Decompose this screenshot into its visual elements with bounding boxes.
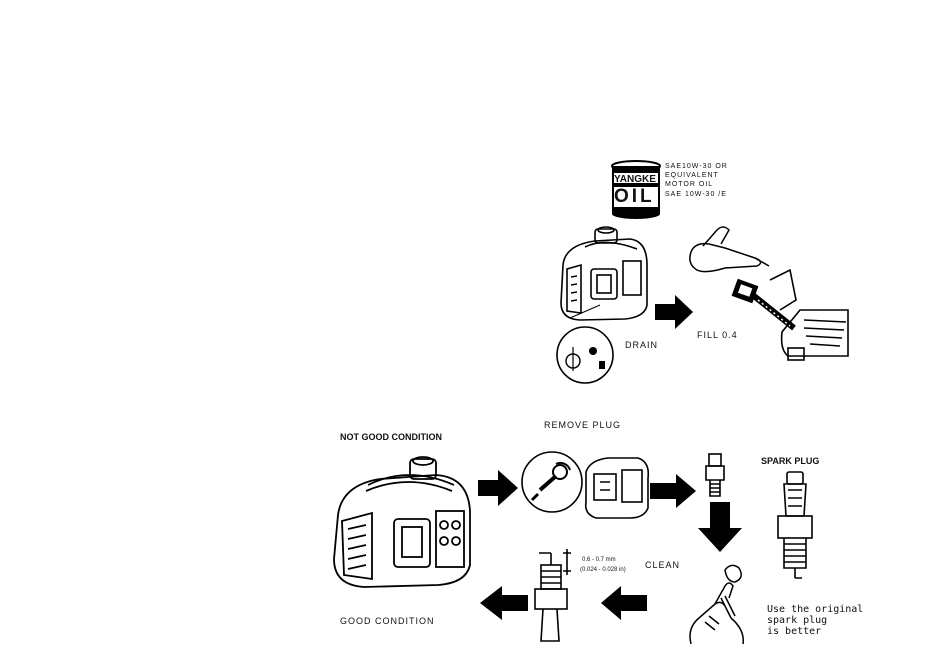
arrow-left-icon: [480, 586, 528, 620]
clean-label: CLEAN: [645, 560, 680, 570]
spark-plug-large-illustration: [770, 470, 820, 582]
spark-plug-gap-illustration: [525, 545, 577, 645]
generator-side-illustration: [582, 452, 652, 522]
arrow-right-icon: [478, 470, 518, 506]
arrow-right-icon: [655, 295, 693, 329]
not-good-condition-label: NOT GOOD CONDITION: [340, 432, 442, 442]
note-line2: spark plug: [767, 615, 827, 626]
arrow-down-icon: [698, 502, 742, 552]
spark-plug-label: SPARK PLUG: [761, 456, 819, 466]
drain-detail-circle: [555, 325, 615, 385]
spark-plug-small-illustration: [700, 452, 730, 500]
generator-lower-illustration: [328, 455, 478, 595]
cleaning-hands-illustration: [685, 558, 763, 648]
gap-in-label: (0.024 - 0.028 in): [580, 567, 626, 573]
arrow-left-icon: [601, 586, 647, 620]
oil-fill-port-illustration: [730, 270, 850, 365]
note-line1: Use the original: [767, 604, 863, 615]
note-line3: is better: [767, 626, 821, 637]
remove-plug-label: REMOVE PLUG: [544, 420, 621, 430]
remove-plug-detail-circle: [520, 450, 584, 514]
good-condition-label: GOOD CONDITION: [340, 616, 435, 626]
drain-label: DRAIN: [625, 340, 658, 350]
arrow-right-icon: [650, 474, 696, 508]
gap-mm-label: 0.6 - 0.7 mm: [582, 557, 616, 563]
